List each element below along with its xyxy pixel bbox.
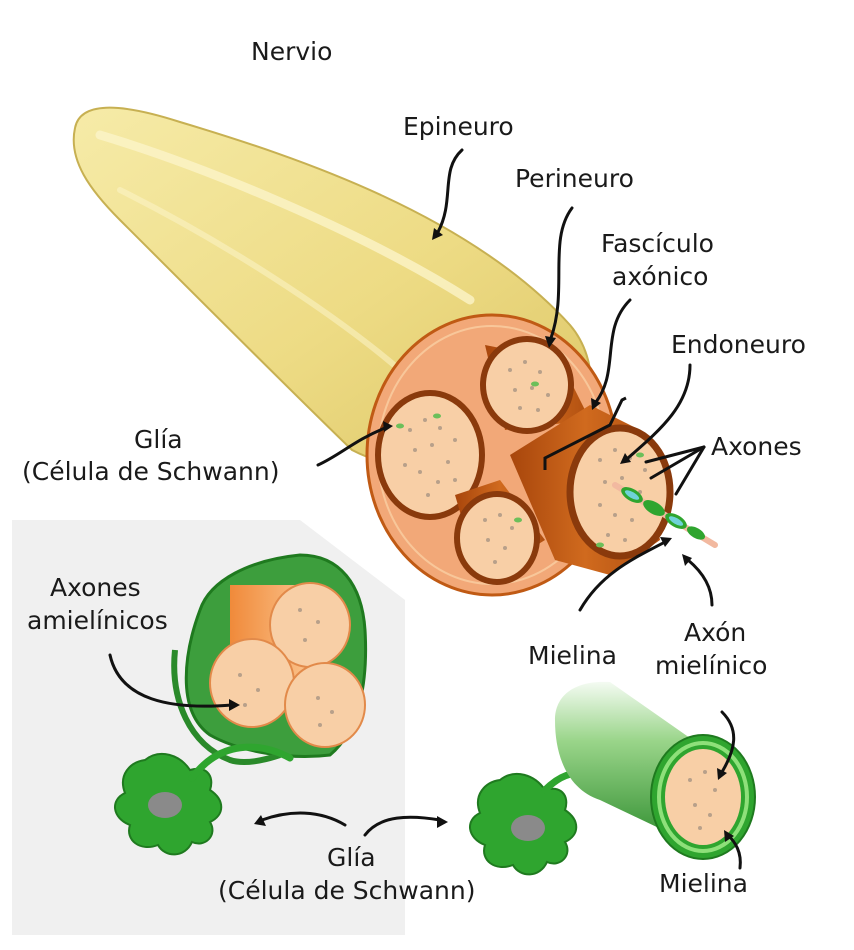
arrow-epineuro xyxy=(436,148,464,234)
arrow-axones-2 xyxy=(649,445,706,480)
label-fasciculo-2: axónico xyxy=(612,262,708,291)
fascicle-left xyxy=(375,390,485,520)
arrow-glia-left xyxy=(260,811,347,827)
label-epineuro: Epineuro xyxy=(403,112,514,141)
arrow-glia-right xyxy=(363,815,442,837)
arrow-endoneuro xyxy=(626,363,692,460)
arrow-axon-mielinico xyxy=(686,558,714,607)
fascicle-bottom xyxy=(454,491,540,585)
label-axones: Axones xyxy=(711,432,802,461)
arrow-amielinicos xyxy=(108,653,234,708)
label-glia-top-2: (Célula de Schwann) xyxy=(22,457,279,486)
schwann-cell-left xyxy=(114,743,294,856)
label-fasciculo-1: Fascículo xyxy=(601,229,714,258)
schwann-cell-right xyxy=(469,769,614,876)
arrow-glia-top xyxy=(316,426,387,467)
label-axon-mielinico-2: mielínico xyxy=(655,651,767,680)
label-amielinicos-1: Axones xyxy=(50,573,141,602)
label-perineuro: Perineuro xyxy=(515,164,634,193)
arrow-mielina-mid xyxy=(578,540,667,612)
arrow-fasciculo xyxy=(594,298,632,404)
arrow-axones-1 xyxy=(644,445,706,464)
label-mielina-bottom: Mielina xyxy=(659,869,748,898)
title-nervio: Nervio xyxy=(251,37,332,66)
label-glia-bottom-2: (Célula de Schwann) xyxy=(218,876,475,905)
fascicle-top xyxy=(480,336,574,434)
arrow-axones-3 xyxy=(674,445,706,496)
myelinated-axon-tube xyxy=(555,681,756,860)
label-mielina-mid: Mielina xyxy=(528,641,617,670)
label-endoneuro: Endoneuro xyxy=(671,330,806,359)
myelin-segments xyxy=(621,487,706,540)
arrow-perineuro xyxy=(549,206,574,340)
label-glia-top-1: Glía xyxy=(134,425,183,454)
label-axon-mielinico-1: Axón xyxy=(684,618,746,647)
label-glia-bottom-1: Glía xyxy=(327,843,376,872)
label-amielinicos-2: amielínicos xyxy=(27,606,168,635)
fascicle-front xyxy=(566,424,674,560)
arrow-axon-to-tube xyxy=(720,710,736,774)
